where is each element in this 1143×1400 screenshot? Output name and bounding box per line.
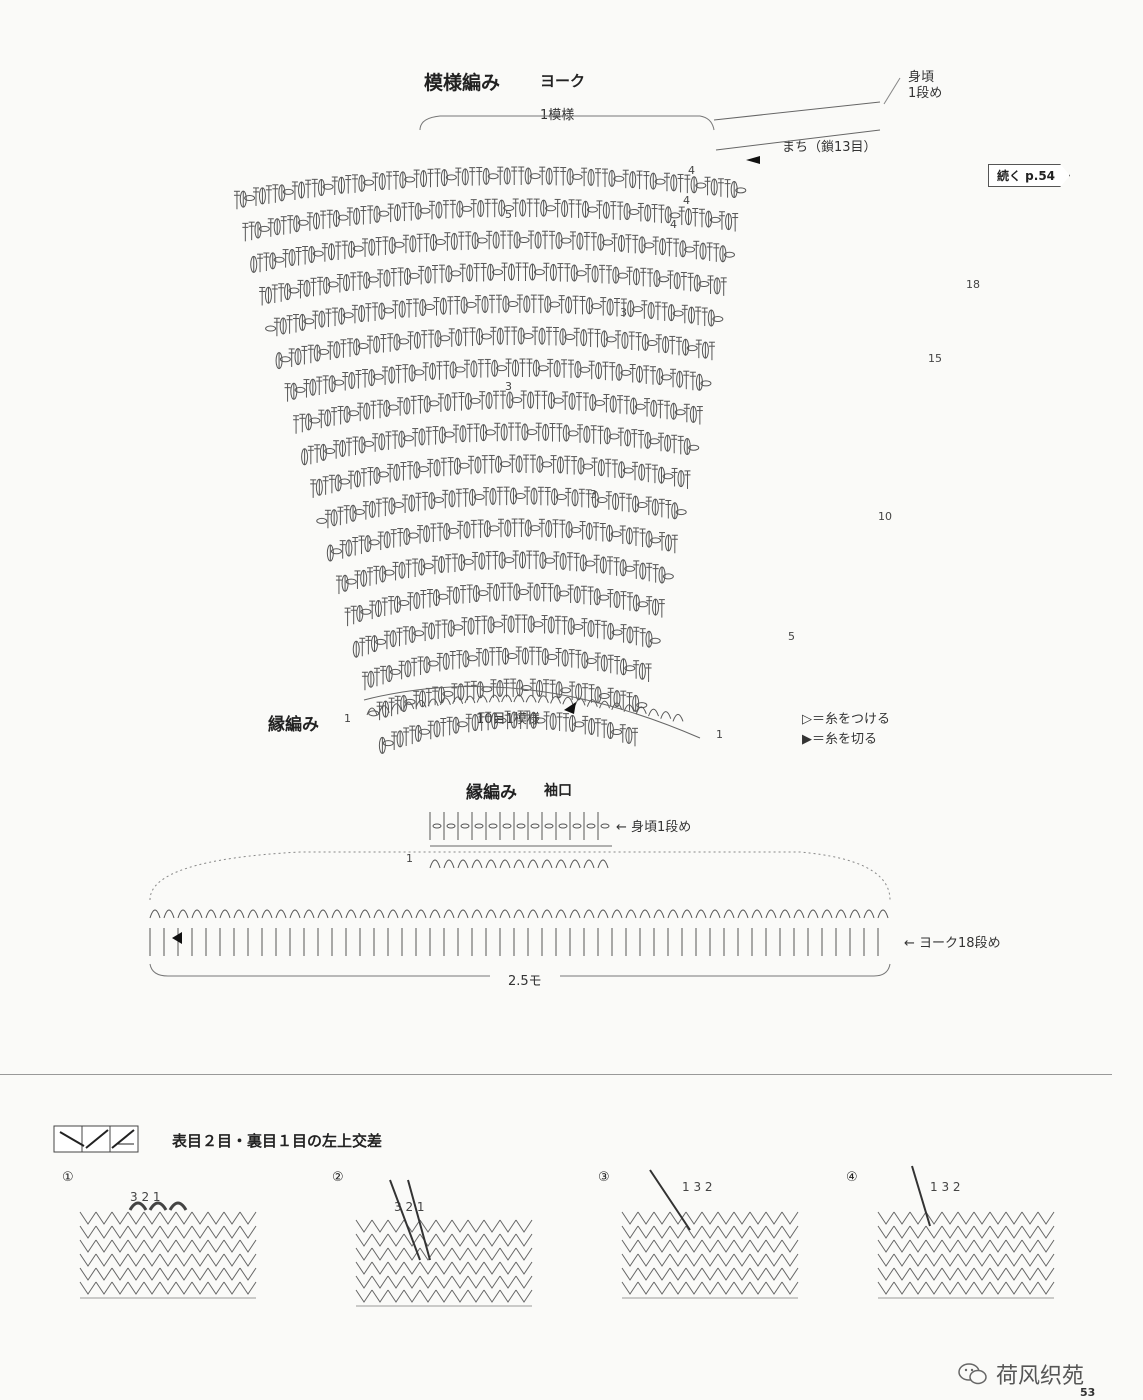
row-mark-1-left: 1 [344, 712, 351, 725]
step-4-number: ④ [846, 1170, 858, 1185]
legend-cut-symbol: ▶ [802, 732, 812, 747]
row-mark-15: 15 [928, 352, 942, 365]
watermark: 荷风织苑 [958, 1358, 1084, 1390]
sleeve-subtitle: 袖口 [544, 783, 572, 799]
sleeve-row-1: 1 [406, 852, 413, 865]
step-3-number: ③ [598, 1170, 610, 1185]
step-2-number: ② [332, 1170, 344, 1185]
step-4-stitch-numbers: 1 3 2 [930, 1180, 961, 1194]
section-divider [0, 1074, 1112, 1075]
row-mark-5: 5 [788, 630, 795, 643]
inner-num-f: 3 [505, 380, 512, 393]
body-row-label-2: 1段め [908, 86, 943, 101]
step-1-stitch-numbers: 3 2 1 [130, 1190, 161, 1204]
legend-attach-symbol: ▷ [802, 712, 812, 727]
continue-badge: 続く p.54 [988, 164, 1071, 187]
wechat-icon [958, 1363, 987, 1385]
row-mark-1-right: 1 [716, 728, 723, 741]
sleeve-title: 縁編み [466, 783, 517, 803]
gusset-label: まち（鎖13目） [782, 140, 877, 155]
page-number: 53 [1080, 1386, 1096, 1399]
legend-cut: ▶＝糸を切る [802, 728, 877, 747]
legend-attach-text: ＝糸をつける [812, 712, 891, 727]
watermark-text: 荷风织苑 [996, 1364, 1085, 1389]
technique-title: 表目２目・裏目１目の左上交差 [172, 1132, 383, 1150]
yoke-title: 模様編み [424, 72, 501, 94]
step-3-stitch-numbers: 1 3 2 [682, 1180, 713, 1194]
edge-label: 縁編み [268, 715, 319, 735]
inner-num-d: 5 [505, 208, 512, 221]
legend-cut-text: ＝糸を切る [812, 732, 878, 747]
sleeve-body-row: ← 身頃1段め [616, 820, 692, 835]
inner-num-b: 4 [683, 194, 690, 207]
sleeve-yoke-row: ← ヨーク18段め [904, 936, 1001, 951]
row-mark-18: 18 [966, 278, 980, 291]
step-1-number: ① [62, 1170, 74, 1185]
legend-attach: ▷＝糸をつける [802, 708, 890, 727]
inner-num-a: 4 [688, 164, 695, 177]
body-row-label-1: 身頃 [908, 70, 935, 85]
inner-num-c: 4 [670, 218, 677, 231]
row-mark-10: 10 [878, 510, 892, 523]
sleeve-width: 2.5モ [508, 974, 542, 989]
yoke-subtitle: ヨーク [540, 72, 586, 90]
